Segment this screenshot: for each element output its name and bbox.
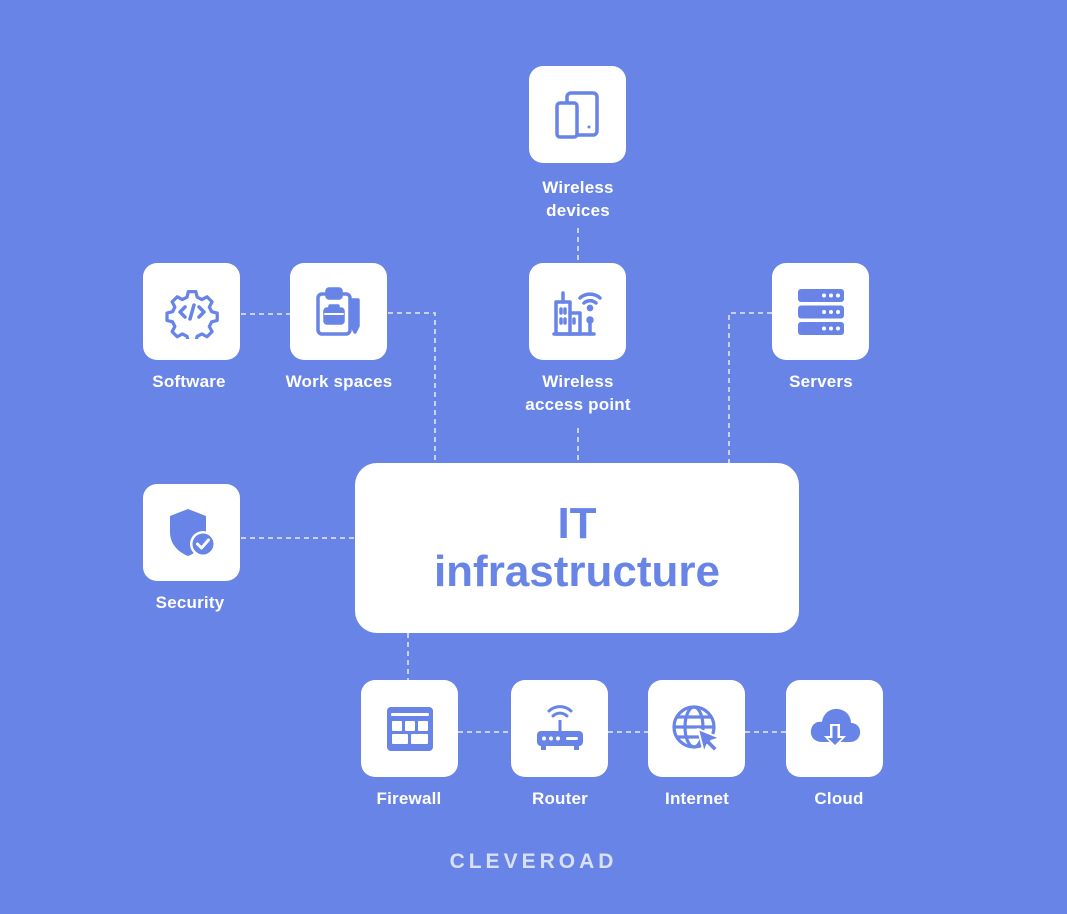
devices-icon — [554, 90, 599, 139]
cloud-tile — [786, 680, 883, 777]
wireless-access-point-tile — [529, 263, 626, 360]
clipboard-icon — [315, 286, 360, 336]
wireless-devices-tile — [529, 66, 626, 163]
router-tile — [511, 680, 608, 777]
software-tile — [143, 263, 240, 360]
wireless-access-point-label: Wireless access point — [525, 372, 631, 414]
wifi-building-icon — [551, 290, 602, 336]
cloud-download-icon — [810, 708, 860, 748]
firewall-icon — [386, 706, 433, 751]
globe-cursor-icon — [671, 704, 721, 754]
shield-check-icon — [169, 508, 216, 557]
wireless-devices-label: Wireless devices — [542, 178, 614, 220]
gear-code-icon — [164, 289, 219, 339]
connector-workspaces-center — [388, 312, 436, 463]
center-title-line2: infrastructure — [433, 547, 721, 596]
internet-tile — [648, 680, 745, 777]
cloud-label: Cloud — [814, 789, 864, 808]
servers-tile — [772, 263, 869, 360]
brand-logo-text: CLEVEROAD — [449, 850, 618, 873]
router-icon — [536, 704, 583, 750]
work-spaces-label: Work spaces — [285, 372, 393, 391]
center-title-line1: IT — [557, 499, 597, 548]
work-spaces-tile — [290, 263, 387, 360]
server-icon — [797, 288, 844, 335]
security-label: Security — [155, 593, 225, 612]
it-infrastructure-center: IT infrastructure — [355, 463, 799, 633]
firewall-label: Firewall — [376, 789, 442, 808]
servers-label: Servers — [789, 372, 853, 391]
firewall-tile — [361, 680, 458, 777]
software-label: Software — [152, 372, 226, 391]
internet-label: Internet — [665, 789, 729, 808]
router-label: Router — [532, 789, 588, 808]
security-tile — [143, 484, 240, 581]
